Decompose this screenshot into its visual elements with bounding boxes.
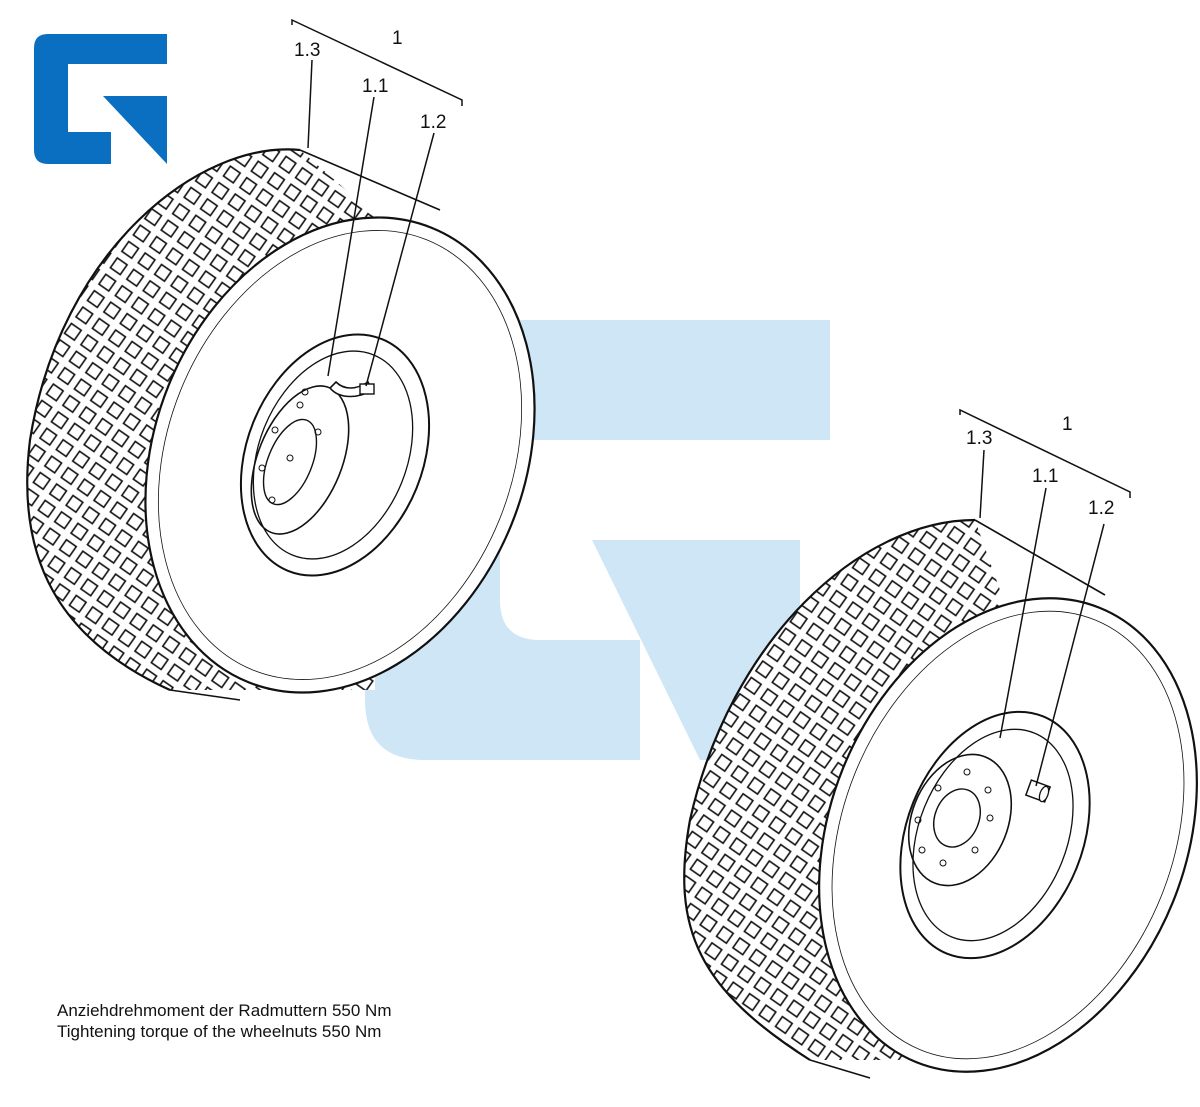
wheel-left	[26, 148, 536, 701]
valve-left	[328, 380, 375, 398]
callout-right-valve: 1.2	[1088, 498, 1114, 519]
callout-right-assembly: 1	[1062, 414, 1073, 435]
leaders-left	[291, 18, 463, 387]
torque-note-english: Tightening torque of the wheelnuts 550 N…	[57, 1022, 382, 1041]
leaders-right	[959, 408, 1131, 787]
callout-left-tyre: 1.3	[294, 40, 320, 61]
callout-right-rim: 1.1	[1032, 466, 1058, 487]
tyre-outline-left	[26, 148, 301, 692]
tyre-outline-right	[683, 518, 976, 1061]
callout-right-tyre: 1.3	[966, 428, 992, 449]
torque-note-german: Anziehdrehmoment der Radmuttern 550 Nm	[57, 1001, 392, 1020]
valve-right	[1024, 779, 1052, 803]
rim-left	[239, 333, 431, 577]
callout-left-valve: 1.2	[420, 112, 446, 133]
callout-left-assembly: 1	[392, 28, 403, 49]
callout-left-rim: 1.1	[362, 76, 388, 97]
rim-right	[899, 710, 1091, 960]
wheel-right	[683, 518, 1198, 1079]
company-logo	[34, 34, 167, 164]
